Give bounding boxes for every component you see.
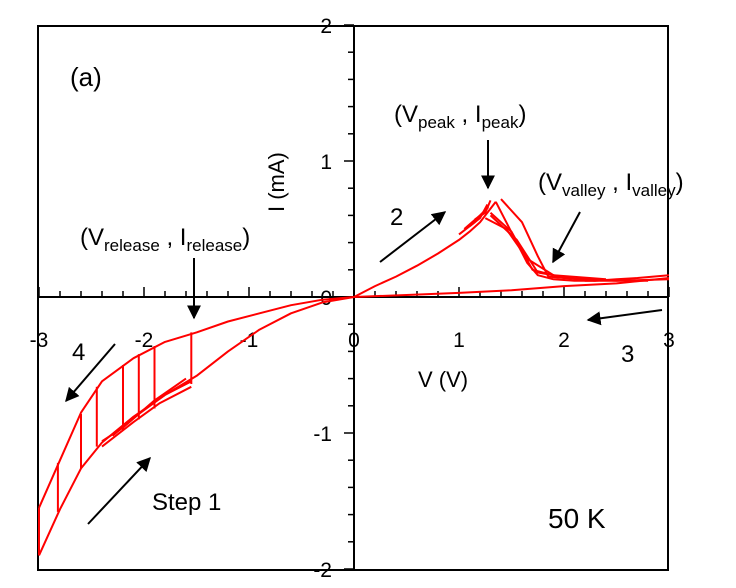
- step4-label: 4: [72, 339, 85, 366]
- step2-label: 2: [390, 204, 403, 231]
- valley-arrow: [552, 211, 581, 264]
- temperature-label: 50 K: [548, 503, 606, 534]
- series-line-peak: [468, 204, 489, 228]
- series-line-reverse-lower: [38, 296, 355, 556]
- series-line-valley: [489, 214, 648, 282]
- x-axis-label: V (V): [418, 367, 468, 392]
- peak-annotation: (Vpeak , Ipeak): [394, 101, 526, 132]
- labels: (a) V (V) I (mA) 50 K Step 1 2 3 4 (Vpea…: [70, 62, 684, 534]
- x-tick-label: -2: [135, 329, 154, 352]
- panel-label: (a): [70, 62, 102, 92]
- series-line-valley: [500, 198, 596, 282]
- series-line-valley: [484, 217, 607, 281]
- series-line-forward: [353, 201, 497, 298]
- x-tick-label: 0: [348, 329, 360, 352]
- release-annotation: (Vrelease , Irelease): [80, 224, 250, 255]
- series-line-return: [353, 277, 670, 298]
- x-tick-label: -3: [30, 329, 49, 352]
- x-tick-label: 3: [663, 329, 675, 352]
- x-tick-label: 2: [558, 329, 570, 352]
- y-tick-label: 1: [320, 151, 332, 174]
- step4-arrow: [65, 343, 116, 403]
- series-line-valley: [489, 211, 670, 282]
- series-line-peak: [474, 200, 492, 221]
- step2-arrow: [379, 211, 447, 263]
- step1-arrow: [87, 456, 151, 525]
- series-group: [38, 198, 670, 556]
- y-tick-label: -2: [313, 559, 332, 582]
- series-line-ndr: [494, 201, 670, 282]
- series-line-reverse-lower-variant: [101, 385, 192, 448]
- y-axis-label: I (mA): [264, 152, 289, 212]
- y-tick-label: -1: [313, 423, 332, 446]
- step3-label: 3: [621, 341, 634, 368]
- annotation-arrows: [65, 140, 663, 525]
- y-tick-label: 2: [320, 15, 332, 38]
- valley-annotation: (Vvalley , Ivalley): [538, 169, 684, 200]
- step1-label: Step 1: [152, 489, 221, 516]
- x-tick-label: 1: [453, 329, 465, 352]
- step3-arrow: [586, 309, 663, 326]
- series-line-reverse-upper: [38, 296, 355, 509]
